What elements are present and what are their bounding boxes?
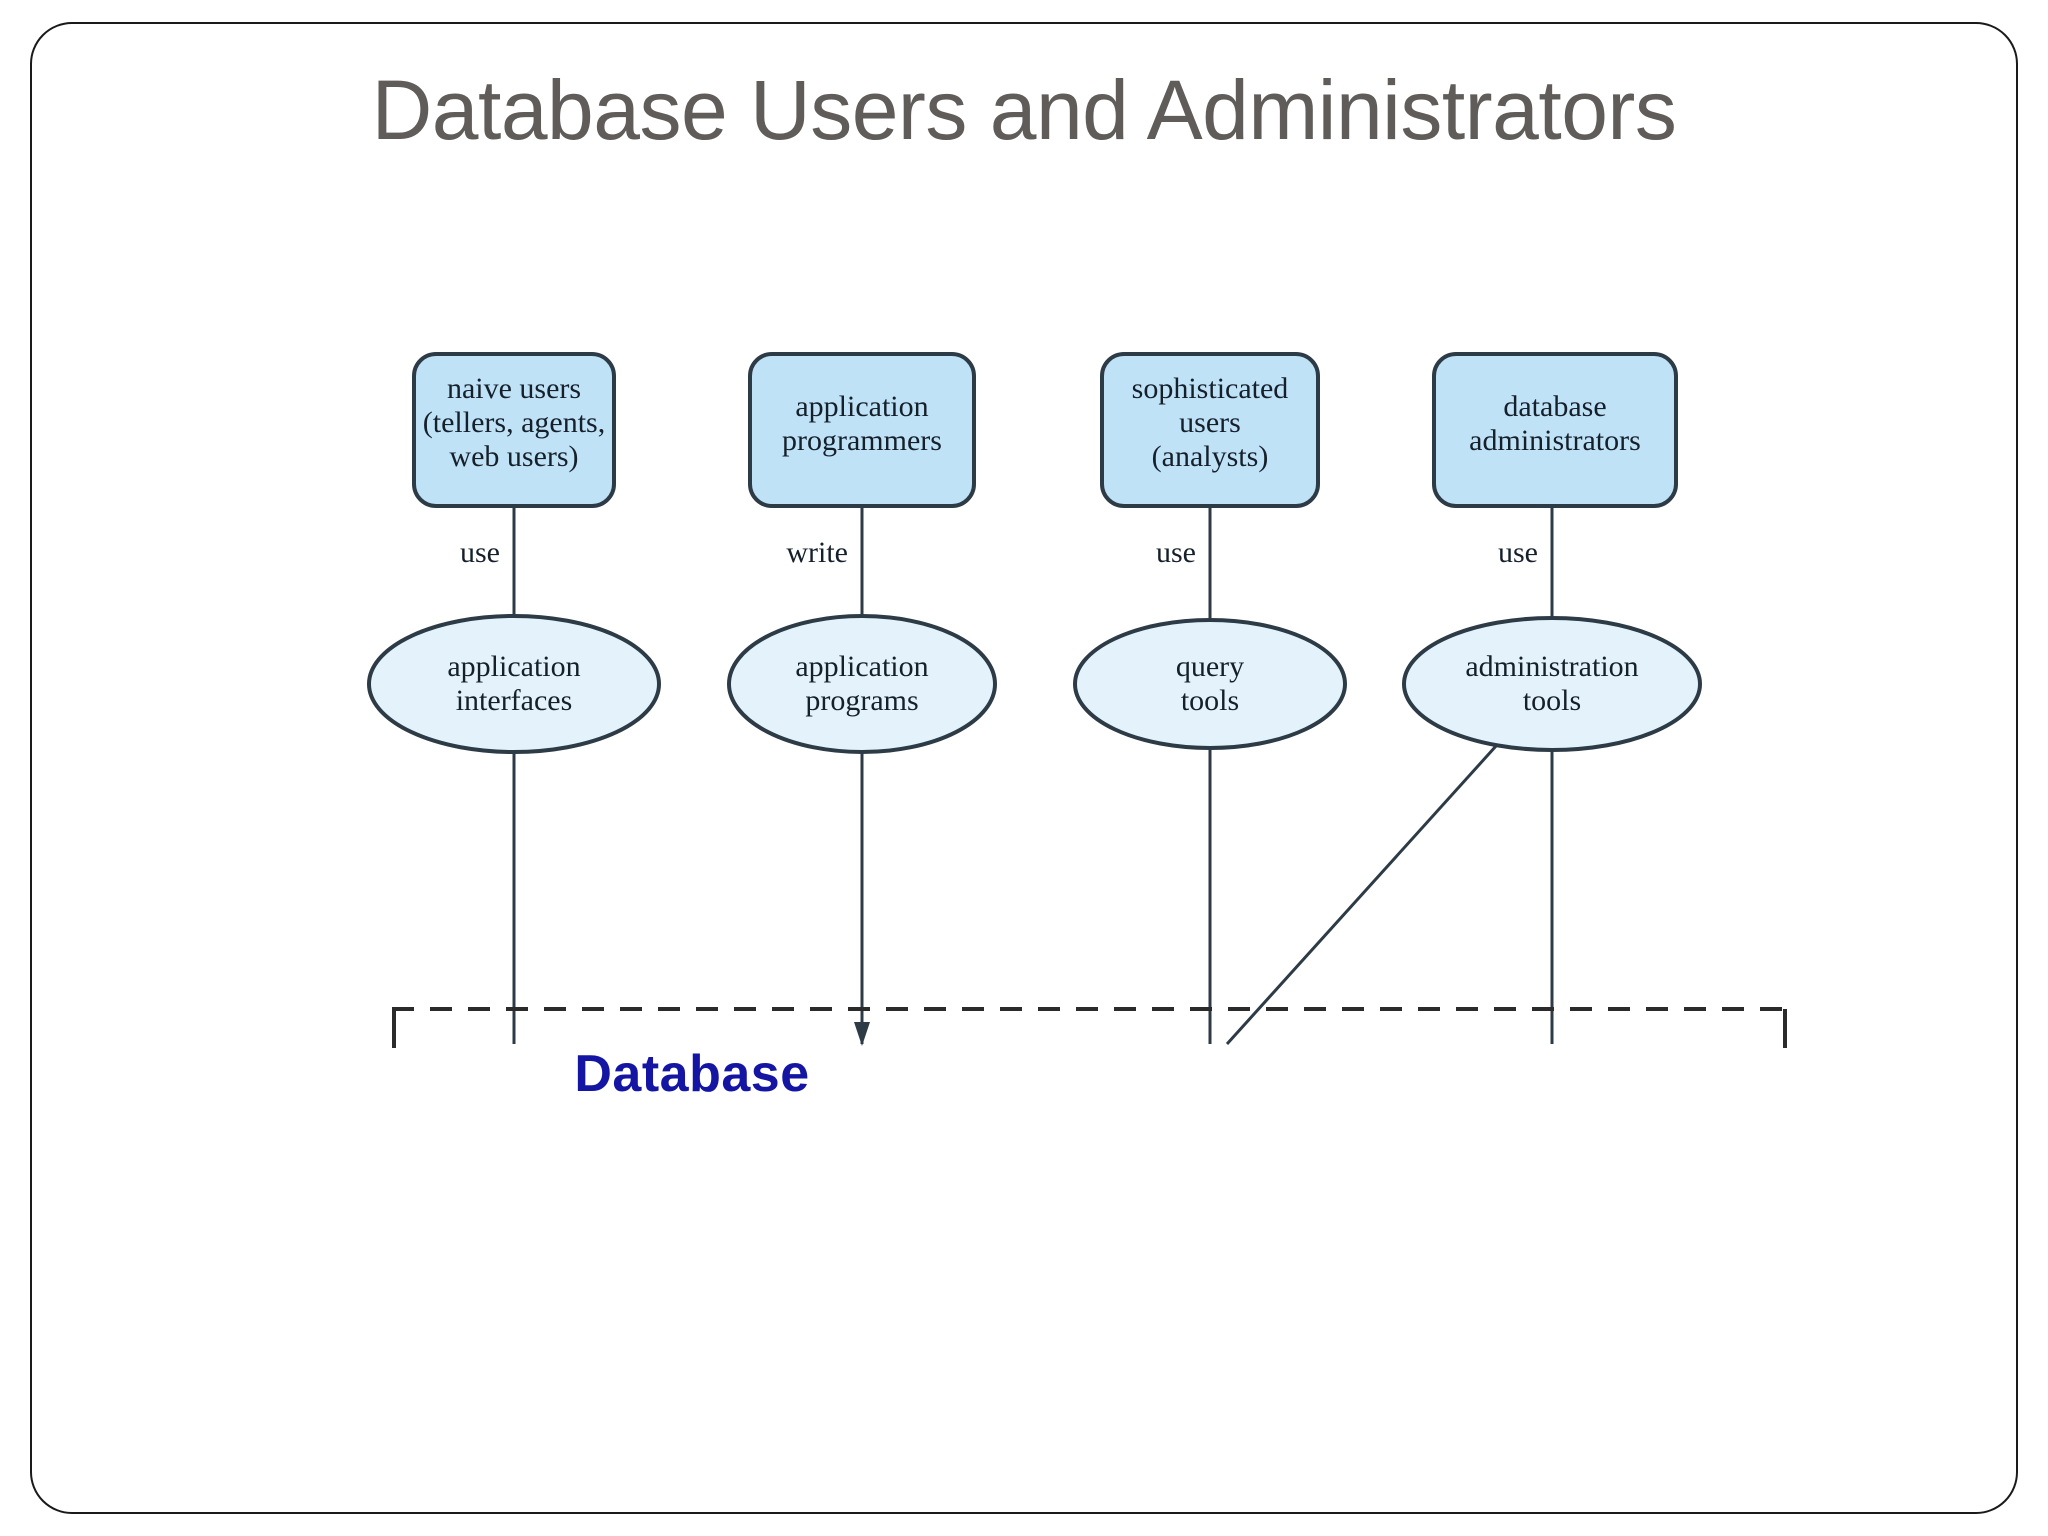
slide-frame: Database Users and Administrators (30, 22, 2018, 1514)
connector-lines (512, 506, 1554, 1046)
diagram-svg (367, 352, 1787, 1048)
actor-box-sophisticated-users[interactable] (1100, 352, 1320, 508)
actor-box-application-programmers[interactable] (748, 352, 976, 508)
edge-label-use-3: use (1498, 536, 1538, 569)
tool-ellipse-administration-tools[interactable] (1402, 616, 1702, 752)
actor-box-database-administrators[interactable] (1432, 352, 1678, 508)
actor-boxes (412, 352, 1678, 508)
arrowhead-programs (854, 1022, 870, 1046)
edge-label-use-2: use (1156, 536, 1196, 569)
page-title: Database Users and Administrators (371, 63, 1677, 157)
tool-ellipse-query-tools[interactable] (1073, 618, 1347, 750)
tool-ellipse-application-interfaces[interactable] (367, 614, 661, 754)
edge-label-use-1: use (460, 536, 500, 569)
database-caption: Database (574, 1045, 810, 1103)
tool-ellipses (367, 614, 1702, 754)
edge-label-write: write (786, 536, 848, 569)
tool-ellipse-application-programs[interactable] (727, 614, 997, 754)
database-boundary (392, 1007, 1787, 1048)
database-users-diagram: naive users (tellers, agents, web users)… (367, 352, 1812, 1048)
actor-box-naive-users[interactable] (412, 352, 616, 508)
